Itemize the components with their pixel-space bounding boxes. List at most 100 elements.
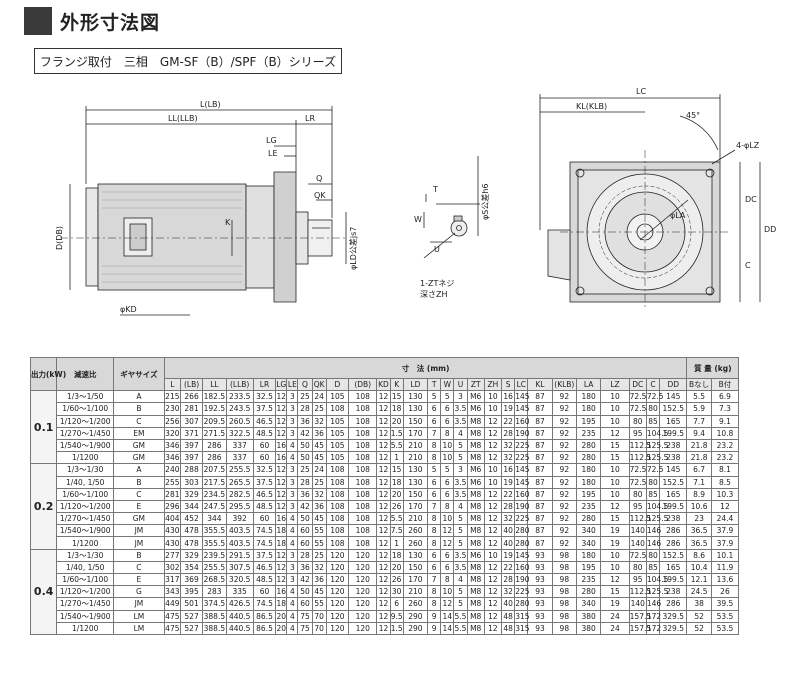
value-cell: 145 [514, 548, 530, 562]
value-cell: 92 [551, 402, 577, 416]
dim-DC: DC [745, 195, 757, 204]
gear-cell: C [113, 414, 165, 428]
value-cell: 190 [514, 426, 530, 440]
col-dim-16: U [453, 377, 468, 392]
value-cell: 93 [527, 597, 553, 611]
value-cell: 4 [286, 597, 299, 611]
value-cell: 12 [275, 487, 288, 501]
value-cell: 3 [286, 548, 299, 562]
value-cell: 354 [179, 560, 204, 575]
gear-cell: JM [113, 536, 165, 550]
value-cell: 108 [348, 451, 378, 465]
value-cell: 40 [501, 597, 516, 611]
value-cell: 3 [286, 390, 299, 404]
value-cell: 3.5 [453, 414, 468, 428]
value-cell: 180 [575, 390, 602, 404]
value-cell: 344 [202, 512, 227, 526]
ratio-cell: 1/1200 [56, 451, 115, 465]
dims-title: 寸 法 [401, 363, 425, 373]
value-cell: 527 [179, 609, 204, 623]
value-cell: 72.5 [628, 390, 647, 404]
value-cell: 6.9 [710, 390, 740, 404]
value-cell: 130 [402, 463, 429, 477]
value-cell: 108 [348, 524, 378, 538]
value-cell: 392 [225, 512, 254, 526]
value-cell: 280 [575, 512, 602, 526]
value-cell: 24 [311, 390, 327, 404]
value-cell: 72.5 [645, 463, 664, 477]
value-cell: 12 [275, 560, 288, 575]
value-cell: 12 [440, 536, 455, 550]
value-cell: 10 [600, 475, 630, 489]
col-gear: ギヤサイズ [113, 356, 165, 392]
value-cell: 98 [551, 597, 577, 611]
value-cell: 403.5 [225, 536, 254, 550]
ratio-cell: 1/60〜1/100 [56, 572, 115, 587]
value-cell: 8 [440, 426, 455, 440]
value-cell: 235 [575, 572, 602, 587]
value-cell: 48 [501, 609, 516, 623]
value-cell: 52 [686, 621, 712, 635]
value-cell: 260 [402, 524, 429, 538]
gear-cell: B [113, 475, 165, 489]
value-cell: 108 [325, 524, 350, 538]
value-cell: 527 [179, 621, 204, 635]
col-dim-15: W [440, 377, 455, 392]
value-cell: 8 [427, 536, 442, 550]
value-cell: 21.8 [686, 438, 712, 453]
value-cell: 70 [311, 609, 327, 623]
value-cell: 5 [440, 390, 455, 404]
value-cell: 3.5 [453, 548, 468, 562]
value-cell: 145 [514, 390, 530, 404]
value-cell: 10 [440, 512, 455, 526]
value-cell: 75 [297, 621, 313, 635]
value-cell: 60 [252, 585, 277, 599]
value-cell: 28 [501, 499, 516, 514]
value-cell: 28 [501, 572, 516, 587]
dim-LE: LE [268, 149, 278, 158]
value-cell: 18 [389, 548, 404, 562]
value-cell: 36 [311, 572, 327, 587]
value-cell: 80 [628, 414, 647, 428]
value-cell: 108 [325, 463, 350, 477]
value-cell: 430 [163, 524, 181, 538]
header-square-icon [24, 7, 52, 35]
dim-W: W [414, 215, 422, 224]
value-cell: M8 [466, 512, 485, 526]
value-cell: 120 [348, 621, 378, 635]
value-cell: 280 [575, 438, 602, 453]
value-cell: 25 [311, 402, 327, 416]
value-cell: 140 [628, 524, 647, 538]
dim-KL: KL(KLB) [576, 102, 607, 111]
value-cell: 280 [514, 524, 530, 538]
value-cell: 40 [501, 536, 516, 550]
ratio-cell: 1/3〜1/30 [56, 548, 115, 562]
value-cell: 14 [440, 621, 455, 635]
value-cell: 87 [527, 499, 553, 514]
value-cell: 286 [659, 536, 688, 550]
value-cell: 95 [628, 572, 647, 587]
value-cell: 283 [202, 585, 227, 599]
dim-LC: LC [636, 87, 646, 96]
value-cell: 190 [514, 572, 530, 587]
value-cell: 5 [453, 438, 468, 453]
value-cell: 26 [710, 585, 740, 599]
value-cell: 170 [402, 499, 429, 514]
value-cell: 315 [514, 621, 530, 635]
value-cell: 53.5 [710, 621, 740, 635]
value-cell: 157.5 [628, 621, 652, 635]
value-cell: 24 [600, 621, 630, 635]
dim-L: L(LB) [200, 100, 221, 109]
ratio-cell: 1/1200 [56, 536, 115, 550]
value-cell: M6 [466, 463, 485, 477]
value-cell: 20 [389, 560, 404, 575]
value-cell: 7 [427, 499, 442, 514]
value-cell: 104.5 [645, 499, 669, 514]
value-cell: 6 [440, 475, 455, 489]
value-cell: 12 [483, 451, 503, 465]
value-cell: 120 [348, 572, 378, 587]
value-cell: 388.5 [202, 609, 227, 623]
